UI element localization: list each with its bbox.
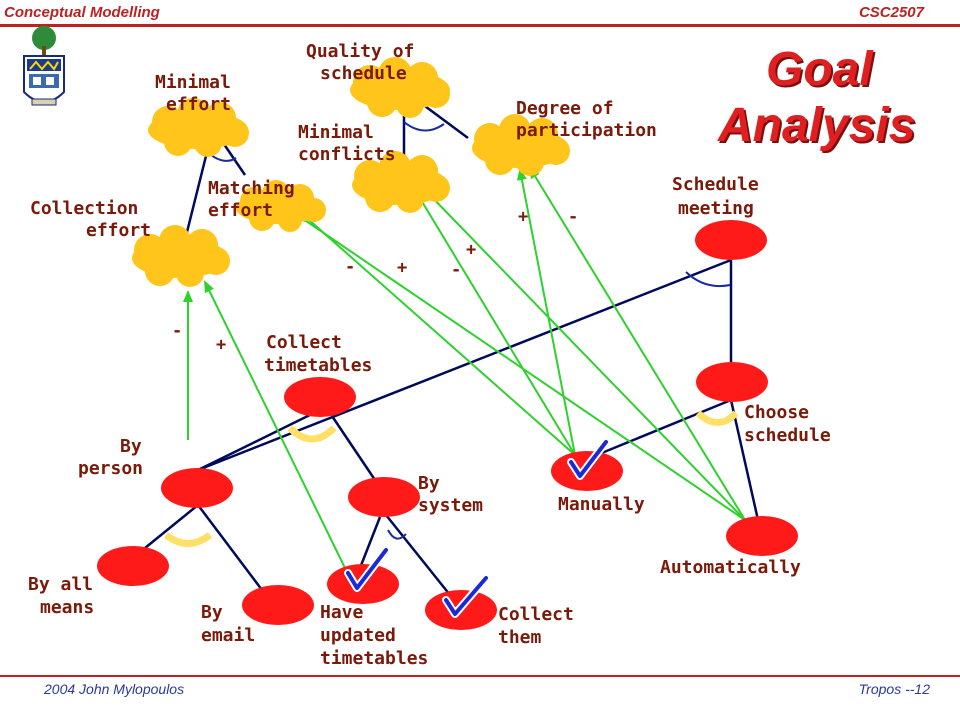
label-have-updated-line2: updated xyxy=(320,625,396,646)
label-degree-line2: participation xyxy=(516,120,657,141)
contribution-sign: - xyxy=(451,260,461,280)
university-crest-icon xyxy=(23,26,65,106)
label-collect-them-line1: Collect xyxy=(498,604,574,625)
slide-title-line2: Analysis xyxy=(718,99,916,152)
check-icon xyxy=(442,574,490,618)
check-icon xyxy=(567,438,610,480)
label-collect-timetables-line2: timetables xyxy=(264,355,372,376)
label-minimal-conflicts-line1: Minimal xyxy=(298,122,374,143)
label-schedule-meeting-line2: meeting xyxy=(678,198,754,219)
label-schedule-meeting-line1: Schedule xyxy=(672,174,759,195)
label-collection-effort-line1: Collection xyxy=(30,198,138,219)
label-choose-schedule-line2: schedule xyxy=(744,425,831,446)
header-right: CSC2507 xyxy=(858,4,924,21)
label-by-email-line1: By xyxy=(201,602,223,623)
label-by-all-means-line2: means xyxy=(40,597,94,618)
goal-automatically xyxy=(726,516,798,556)
label-minimal-effort-line1: Minimal xyxy=(155,72,231,93)
label-minimal-effort-line2: effort xyxy=(166,94,231,115)
footer-rule xyxy=(0,675,960,677)
label-quality-line1: Quality of xyxy=(306,41,414,62)
contribution-sign: + xyxy=(518,207,528,227)
softgoal-minimal-conflicts xyxy=(352,151,450,213)
label-collect-timetables-line1: Collect xyxy=(266,332,342,353)
label-by-person-line2: person xyxy=(78,458,143,479)
label-by-system-line1: By xyxy=(418,473,440,494)
softgoal-collection-effort xyxy=(132,225,230,287)
contribution-sign: - xyxy=(568,207,578,227)
label-have-updated-line1: Have xyxy=(320,602,364,623)
label-by-email-line2: email xyxy=(201,625,255,646)
goal-schedule-meeting xyxy=(695,220,767,260)
label-minimal-conflicts-line2: conflicts xyxy=(298,144,396,165)
decomposition-links xyxy=(144,93,760,596)
footer-right: Tropos --12 xyxy=(858,681,930,697)
contribution-signs: - + - + - + + - xyxy=(172,207,578,355)
contribution-links xyxy=(183,166,746,569)
label-manually: Manually xyxy=(558,494,645,515)
goal-by-person xyxy=(161,468,233,508)
label-automatically: Automatically xyxy=(660,557,801,578)
goal-choose-schedule xyxy=(696,362,768,402)
check-icon xyxy=(344,546,390,592)
label-quality-line2: schedule xyxy=(320,63,407,84)
contribution-sign: + xyxy=(397,258,407,278)
header-rule xyxy=(0,24,960,27)
label-choose-schedule-line1: Choose xyxy=(744,402,809,423)
softgoal-matching-effort xyxy=(236,180,326,232)
goal-collect-timetables xyxy=(284,377,356,417)
label-collect-them-line2: them xyxy=(498,627,542,648)
footer-left: 2004 John Mylopoulos xyxy=(44,681,185,697)
label-matching-effort-line2: effort xyxy=(208,200,273,221)
label-matching-effort-line1: Matching xyxy=(208,178,295,199)
goal-by-all-means xyxy=(97,546,169,586)
satisfied-check-icons xyxy=(344,438,610,618)
goal-by-system xyxy=(348,477,420,517)
label-by-person-line1: By xyxy=(120,436,142,457)
header-left: Conceptual Modelling xyxy=(4,4,160,21)
contribution-sign: - xyxy=(172,321,182,341)
contribution-sign: + xyxy=(466,240,476,260)
goal-labels: Schedule meeting Collect timetables Choo… xyxy=(28,174,831,669)
contribution-sign: - xyxy=(345,257,355,277)
label-degree-line1: Degree of xyxy=(516,98,614,119)
softgoal-clouds xyxy=(132,57,570,287)
softgoal-labels: Quality of schedule Minimal effort Degre… xyxy=(30,41,657,241)
slide-title-line1: Goal xyxy=(766,43,873,96)
label-by-all-means-line1: By all xyxy=(28,574,93,595)
contribution-sign: + xyxy=(216,335,226,355)
softgoal-minimal-effort xyxy=(148,98,249,157)
label-by-system-line2: system xyxy=(418,495,483,516)
softgoal-quality-of-schedule xyxy=(350,57,450,118)
label-collection-effort-line2: effort xyxy=(86,220,151,241)
goal-by-email xyxy=(242,585,314,625)
softgoal-degree-of-participation xyxy=(472,114,570,176)
label-have-updated-line3: timetables xyxy=(320,648,428,669)
